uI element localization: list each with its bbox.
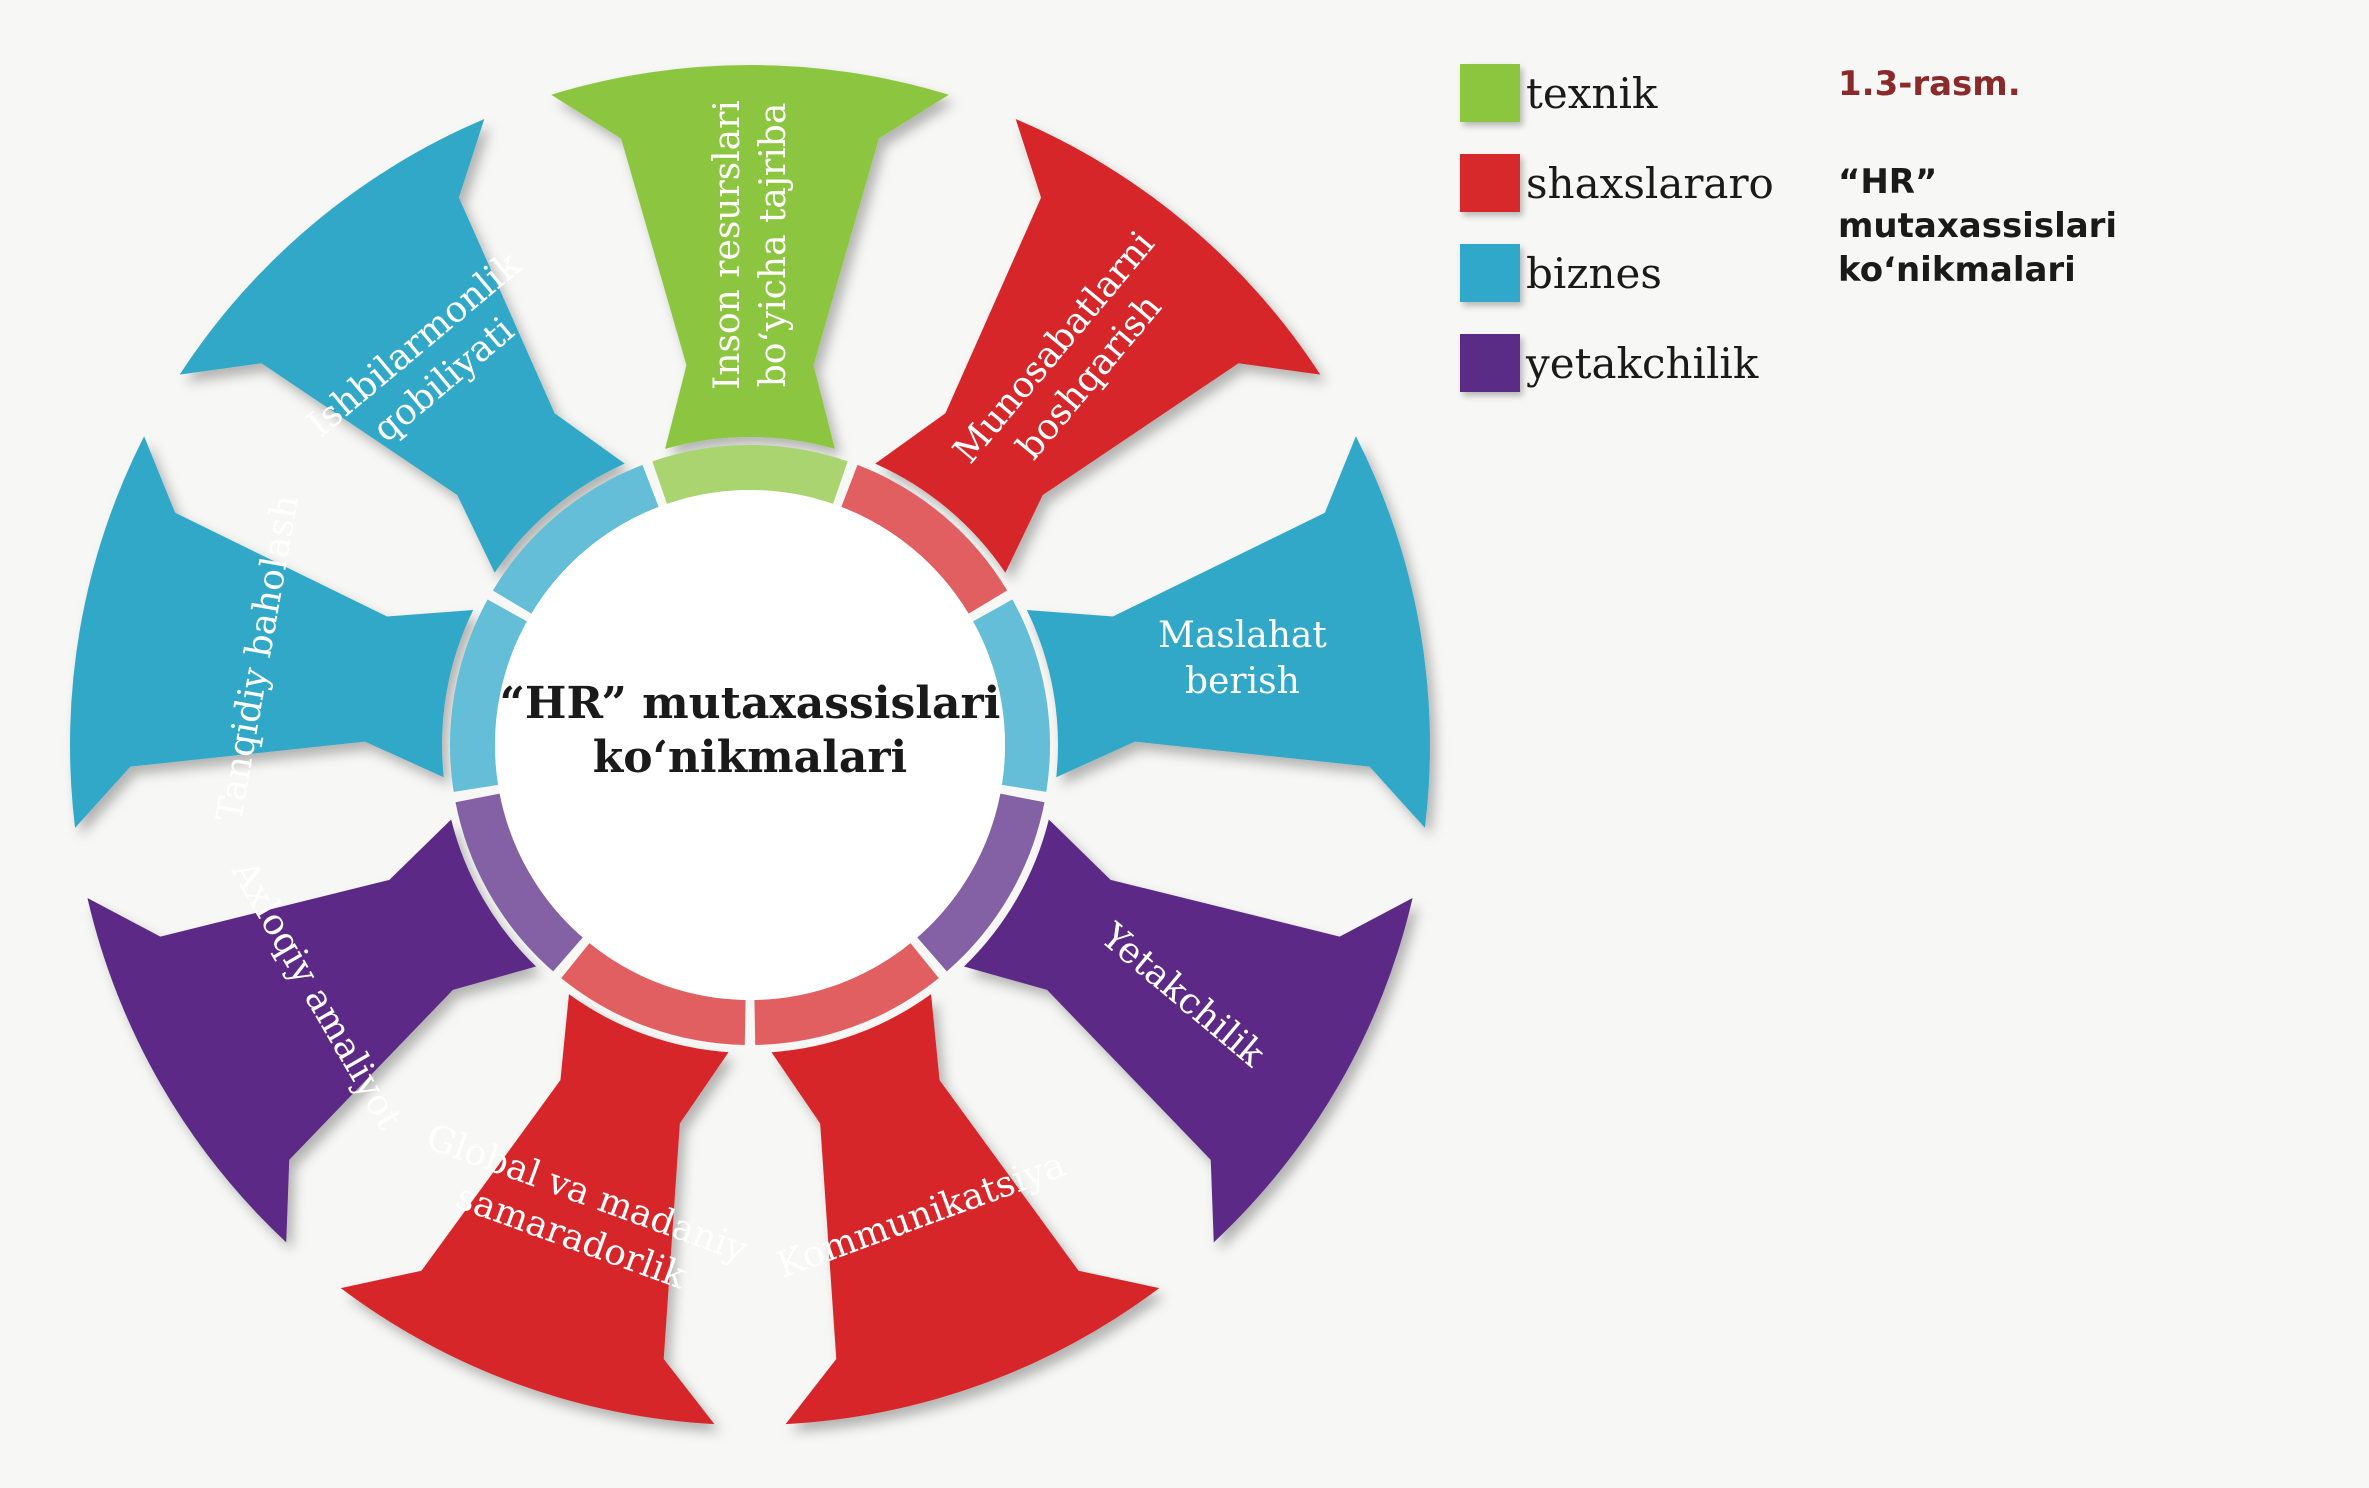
segment-ring-7 <box>450 599 527 792</box>
figure-caption: 1.3-rasm. “HR” mutaxassislari ko‘nikmala… <box>1838 64 2117 292</box>
legend-swatch-texnik <box>1460 64 1520 122</box>
segment-label-2: Maslahat berish <box>1158 615 1327 702</box>
legend-label-yetakchilik: yetakchilik <box>1526 338 1759 388</box>
segment-petal-3 <box>963 819 1413 1243</box>
segment-petal-2 <box>1026 436 1430 828</box>
segment-label-2-line-1: berish <box>1185 661 1300 702</box>
center-title-line1: “HR” mutaxassislari <box>500 678 1001 729</box>
legend-item-biznes: biznes <box>1460 244 1774 302</box>
segment-petal-8 <box>179 119 625 573</box>
legend-swatch-yetakchilik <box>1460 334 1520 392</box>
segment-ring-6 <box>455 793 583 972</box>
segment-ring-2 <box>973 599 1050 792</box>
legend: texnik shaxslararo biznes yetakchilik <box>1460 64 1774 424</box>
segment-ring-4 <box>754 943 939 1045</box>
legend-item-yetakchilik: yetakchilik <box>1460 334 1774 392</box>
center-title-line2: ko‘nikmalari <box>593 732 908 783</box>
legend-label-texnik: texnik <box>1526 68 1658 118</box>
legend-label-shaxslararo: shaxslararo <box>1526 158 1774 208</box>
legend-item-shaxslararo: shaxslararo <box>1460 154 1774 212</box>
segment-petal-6 <box>87 819 537 1243</box>
segment-petal-1 <box>875 119 1321 573</box>
caption-text: “HR” mutaxassislari ko‘nikmalari <box>1838 162 2118 290</box>
segment-petal-7 <box>69 436 474 828</box>
segment-label-2-line-0: Maslahat <box>1158 615 1327 656</box>
segment-ring-3 <box>917 793 1045 972</box>
segment-ring-5 <box>561 943 746 1045</box>
segment-petal-0 <box>551 65 949 449</box>
segment-label-0-line-1: bo‘yicha tajriba <box>753 103 794 388</box>
legend-label-biznes: biznes <box>1526 248 1662 298</box>
wheel-segments <box>69 65 1430 1425</box>
inner-ring <box>450 445 1050 1045</box>
segment-ring-1 <box>841 464 1008 614</box>
legend-swatch-shaxslararo <box>1460 154 1520 212</box>
caption-number: 1.3-rasm. <box>1838 64 2021 104</box>
segment-ring-8 <box>492 464 659 614</box>
hr-skills-wheel-diagram: “HR” mutaxassislari ko‘nikmalari Inson r… <box>69 65 1430 1425</box>
segment-label-0-line-0: Inson resurslari <box>707 100 748 390</box>
legend-swatch-biznes <box>1460 244 1520 302</box>
segment-ring-0 <box>652 445 848 504</box>
legend-item-texnik: texnik <box>1460 64 1774 122</box>
segment-petal-4 <box>771 994 1160 1425</box>
segment-petal-5 <box>340 994 729 1425</box>
center-circle <box>495 490 1005 1000</box>
